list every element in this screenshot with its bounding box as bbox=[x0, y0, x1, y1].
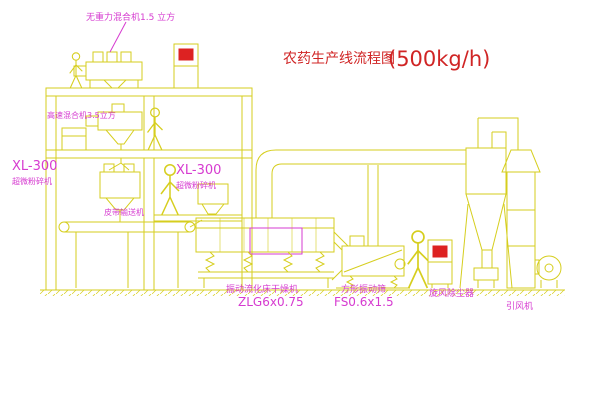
worker-figure-roof bbox=[69, 52, 83, 89]
label-mill-left-name: 超微粉碎机 bbox=[12, 176, 52, 186]
label-dryer-model: ZLG6x0.75 bbox=[238, 295, 304, 309]
y-chute bbox=[108, 158, 130, 171]
pulverizer-left bbox=[99, 163, 141, 222]
label-gravity-mixer: 无重力混合机1.5 立方 bbox=[86, 11, 175, 23]
label-belt-conveyor: 皮带输送机 bbox=[104, 207, 144, 217]
exhaust-stack bbox=[501, 149, 541, 289]
diagram-title: 农药生产线流程图 bbox=[283, 51, 395, 67]
induced-draft-fan bbox=[534, 255, 562, 288]
roof-mixer bbox=[73, 51, 143, 89]
feeder-machine bbox=[61, 127, 87, 151]
label-cyclone-name: 旋风除尘器 bbox=[429, 287, 474, 299]
label-mill-left-model: XL-300 bbox=[12, 159, 57, 174]
worker-figure-sieve bbox=[406, 230, 430, 289]
label-sieve-name: 方形振动筛 bbox=[341, 283, 386, 295]
cyclone-separator bbox=[459, 117, 519, 289]
worker-figure-floor2 bbox=[146, 107, 164, 151]
label-mill-mid-model: XL-300 bbox=[176, 163, 221, 178]
building-frame bbox=[45, 87, 253, 291]
label-sieve-model: FS0.6x1.5 bbox=[334, 295, 394, 309]
ground-line bbox=[40, 289, 565, 296]
square-vibrating-sieve bbox=[331, 235, 410, 289]
control-cabinet-upper bbox=[173, 43, 199, 89]
label-leader-line bbox=[109, 21, 127, 53]
diagram-capacity: (500kg/h) bbox=[388, 47, 490, 71]
fluid-bed-dryer bbox=[195, 217, 349, 288]
label-mill-mid-name: 超微粉碎机 bbox=[176, 180, 216, 190]
sieve-riser-duct bbox=[367, 165, 379, 246]
label-high-speed-mixer: 高速混合机3.5立方 bbox=[47, 110, 116, 120]
pulverizer-mid bbox=[197, 183, 229, 215]
cabinet-screen bbox=[432, 245, 448, 258]
exhaust-duct bbox=[255, 149, 466, 218]
high-speed-mixer bbox=[85, 103, 143, 150]
label-fan-name: 引风机 bbox=[506, 300, 533, 312]
belt-conveyor bbox=[58, 219, 203, 288]
cabinet-screen bbox=[178, 48, 194, 61]
label-dryer-name: 振动流化床干燥机 bbox=[226, 283, 298, 295]
dryer-marked-section bbox=[249, 227, 303, 255]
diagram-labels: 无重力混合机1.5 立方 农药生产线流程图 (500kg/h) 高速混合机3.5… bbox=[12, 11, 533, 312]
control-cabinet-lower bbox=[427, 239, 453, 288]
